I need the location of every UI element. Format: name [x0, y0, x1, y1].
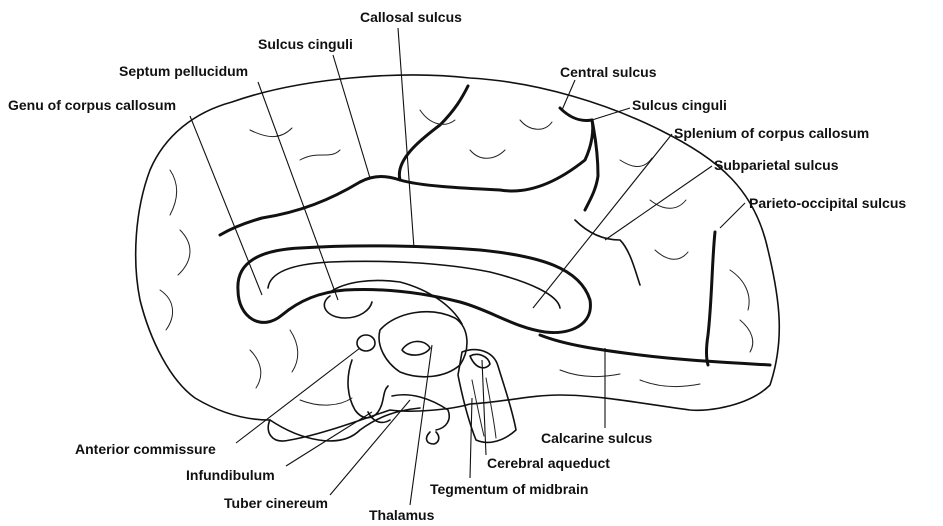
label-calcarine-sulcus: Calcarine sulcus — [541, 430, 652, 446]
label-thalamus: Thalamus — [369, 507, 434, 523]
hypothalamus-outline — [348, 360, 388, 418]
label-callosal-sulcus: Callosal sulcus — [360, 9, 462, 25]
label-cerebral-aqueduct: Cerebral aqueduct — [487, 455, 610, 471]
thalamus-outline — [379, 312, 467, 377]
label-genu-corpus-callosum: Genu of corpus callosum — [8, 97, 176, 113]
label-sulcus-cinguli-right: Sulcus cinguli — [632, 97, 727, 113]
corpus-callosum-outline — [238, 246, 591, 333]
callosum-inner — [268, 261, 560, 308]
central-sulcus-line — [560, 108, 592, 121]
septum-outline — [324, 296, 372, 318]
label-infundibulum: Infundibulum — [186, 467, 275, 483]
label-anterior-commissure: Anterior commissure — [75, 441, 216, 457]
label-central-sulcus: Central sulcus — [560, 64, 656, 80]
interthalamic-adhesion — [402, 341, 430, 355]
aqueduct-shape — [470, 354, 490, 367]
label-splenium-corpus-callosum: Splenium of corpus callosum — [674, 125, 869, 141]
midbrain-outline — [458, 350, 516, 443]
label-tegmentum-midbrain: Tegmentum of midbrain — [430, 481, 588, 497]
calcarine-sulcus-line — [540, 335, 770, 365]
gyral-details — [160, 110, 753, 405]
subparietal-line — [575, 220, 640, 285]
label-sulcus-cinguli-top: Sulcus cinguli — [258, 36, 353, 52]
label-septum-pellucidum: Septum pellucidum — [119, 63, 248, 79]
label-tuber-cinereum: Tuber cinereum — [224, 495, 328, 511]
parieto-occipital-line — [707, 232, 716, 365]
mammillary-area — [427, 432, 439, 444]
label-subparietal-sulcus: Subparietal sulcus — [714, 157, 838, 173]
paracentral-line — [399, 86, 468, 180]
label-parieto-occipital-sulcus: Parieto-occipital sulcus — [749, 195, 906, 211]
